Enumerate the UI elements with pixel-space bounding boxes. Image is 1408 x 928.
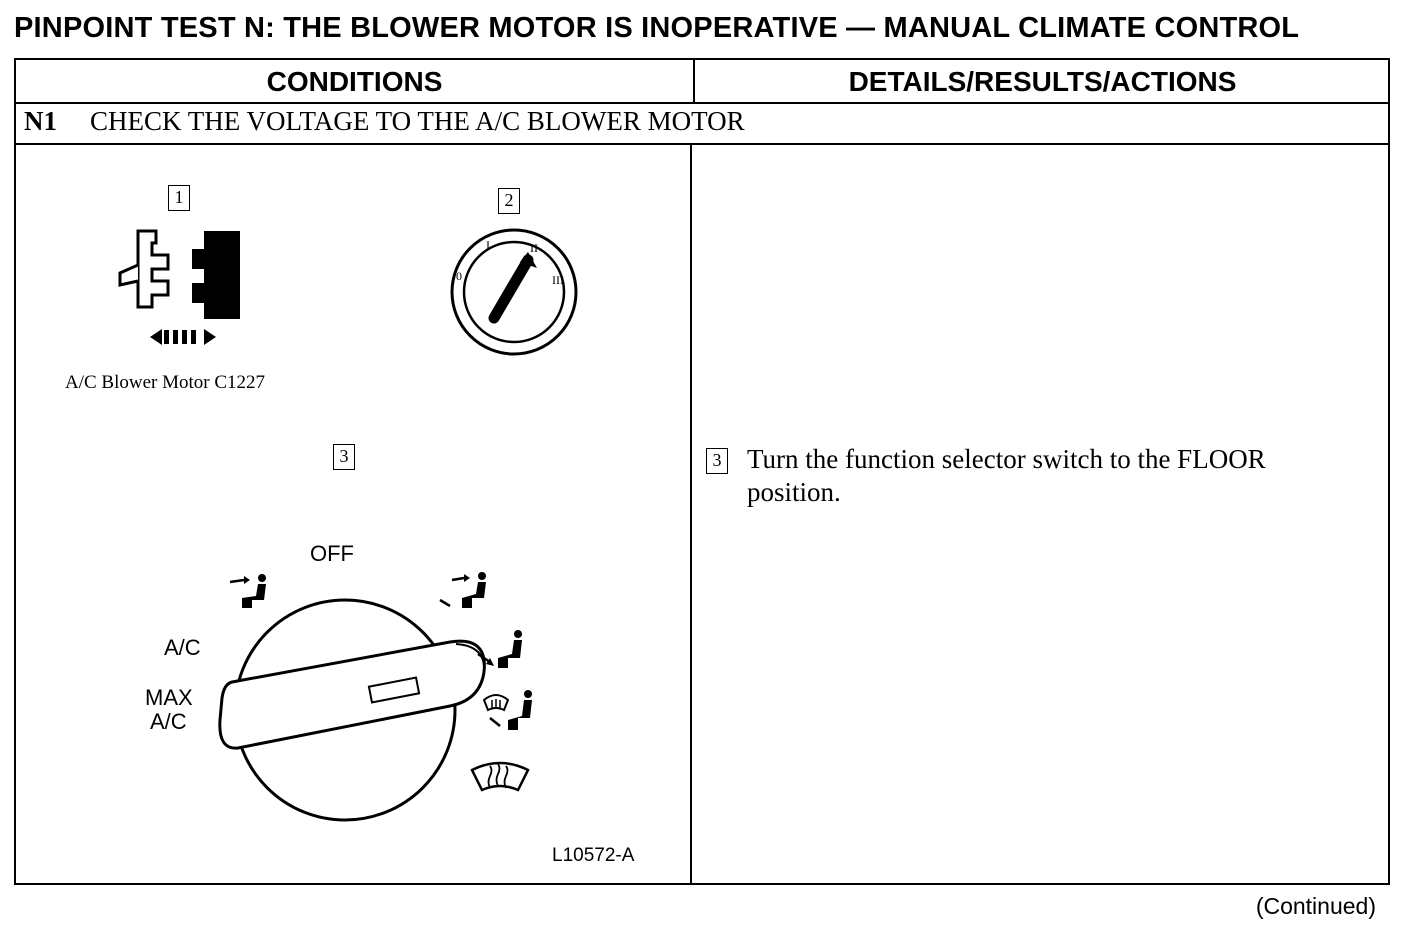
step-row: N1 CHECK THE VOLTAGE TO THE A/C BLOWER MO…	[24, 106, 745, 137]
callout-badge-2: 2	[498, 188, 520, 214]
selector-label-max-ac-line2: A/C	[150, 709, 187, 734]
pinpoint-table: CONDITIONS DETAILS/RESULTS/ACTIONS N1 CHE…	[14, 58, 1390, 885]
selector-label-off: OFF	[310, 541, 354, 566]
step-number: N1	[24, 106, 57, 136]
floor-defrost-mode-icon	[482, 690, 532, 730]
ignition-switch-icon	[450, 228, 578, 356]
column-divider-top	[693, 60, 695, 102]
step-divider	[16, 143, 1388, 145]
connector-icon	[118, 229, 240, 345]
function-selector-knob	[218, 598, 486, 822]
column-divider-body	[690, 145, 692, 885]
panel-mode-icon	[229, 574, 266, 608]
floor-mode-icon	[477, 630, 522, 668]
connector-caption: A/C Blower Motor C1227	[65, 372, 266, 393]
figure-id: L10572-A	[552, 845, 635, 866]
ignition-position-1: I	[486, 238, 490, 252]
ignition-position-0: 0	[456, 269, 462, 283]
page-title: PINPOINT TEST N: THE BLOWER MOTOR IS INO…	[14, 12, 1300, 44]
selector-label-max-ac-line1: MAX	[145, 685, 193, 710]
panel-floor-mode-icon	[439, 572, 486, 608]
header-divider	[16, 102, 1388, 104]
details-callout-badge-3: 3	[706, 448, 728, 474]
ignition-position-2: II	[530, 241, 538, 255]
defrost-mode-icon	[470, 761, 530, 792]
instruction-text: Turn the function selector switch to the…	[747, 444, 1266, 507]
selector-label-ac: A/C	[164, 635, 201, 660]
step-title: CHECK THE VOLTAGE TO THE A/C BLOWER MOTO…	[90, 106, 745, 136]
conditions-header: CONDITIONS	[266, 66, 443, 97]
callout-badge-1: 1	[168, 185, 190, 211]
continued-label: (Continued)	[1255, 893, 1376, 919]
callout-badge-3: 3	[333, 444, 355, 470]
ignition-position-3: III	[552, 273, 564, 287]
details-header: DETAILS/RESULTS/ACTIONS	[848, 66, 1237, 97]
